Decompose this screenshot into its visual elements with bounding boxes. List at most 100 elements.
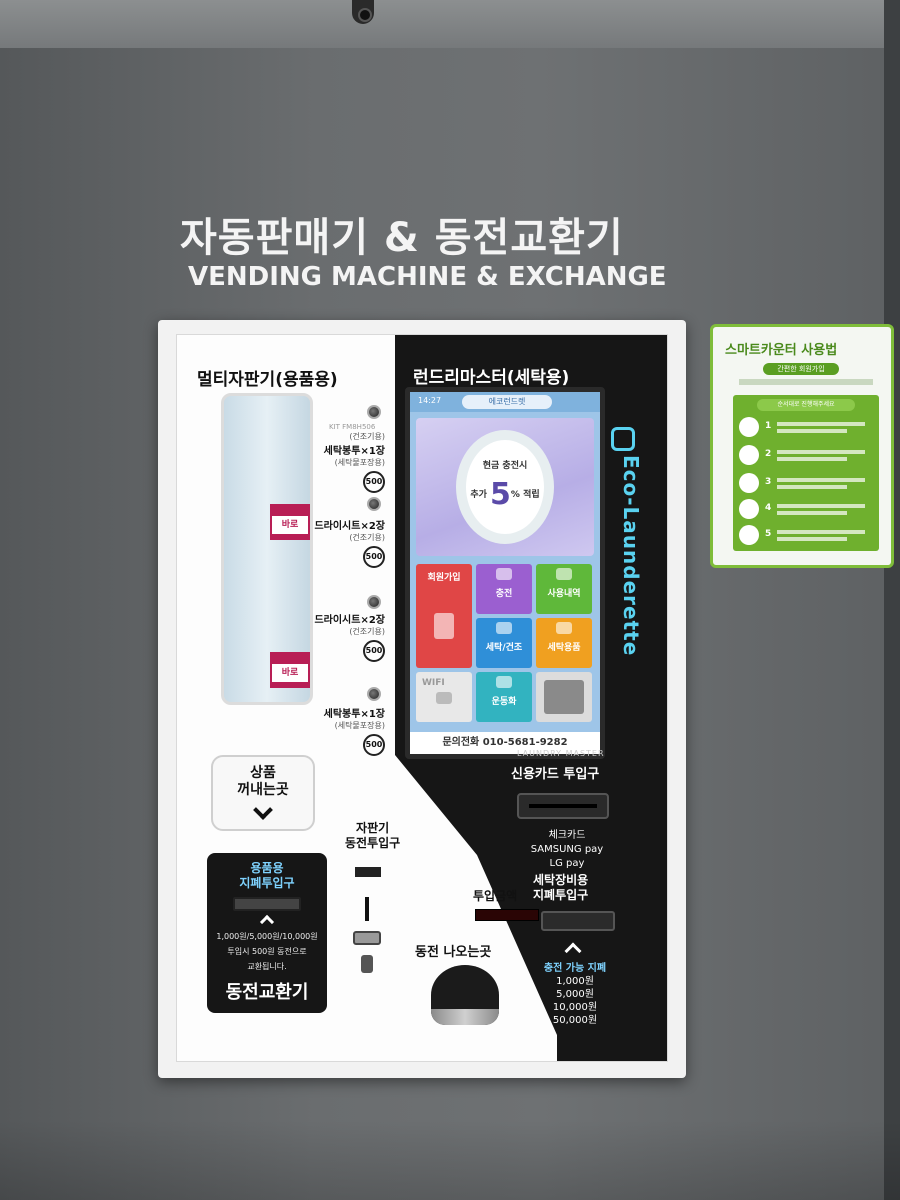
step-text [777, 450, 865, 454]
washer-icon [496, 622, 512, 634]
tile-history[interactable]: 사용내역 [536, 564, 592, 614]
amount-label: 투입금액 [473, 889, 518, 903]
step-icon [739, 473, 759, 493]
amount-display [475, 909, 539, 921]
step-text [777, 478, 865, 482]
slot-2-name: 드라이시트×2장 [314, 521, 385, 532]
coin-return-cup[interactable] [431, 965, 499, 1025]
kit-code: KIT FM8H506 [329, 423, 376, 431]
slot-4: 세탁봉투×1장 (세탁물포장용) 500 [324, 705, 385, 756]
slot-4-price: 500 [363, 734, 385, 756]
slot-1-price: 500 [363, 471, 385, 493]
guide-step: 1 [739, 417, 875, 439]
slot-1-sub: (세탁물포장용) [334, 458, 385, 467]
tile-supplies[interactable]: 세탁용품 [536, 618, 592, 668]
exchange-head-1: 용품용 [250, 861, 284, 875]
slot-3-price: 500 [363, 640, 385, 662]
contact-phone: 문의전화 010-5681-9282 [410, 732, 600, 754]
coin-return-lever[interactable] [353, 931, 381, 945]
tile-signup[interactable]: 회원가입 [416, 564, 472, 668]
coin-insert-slot[interactable] [365, 897, 369, 921]
step-number: 5 [765, 529, 772, 539]
exchange-head-2: 지폐투입구 [239, 876, 295, 890]
wifi-icon [436, 692, 452, 704]
machine-front-panel: 멀티자판기(용품용) 바로 바로 KIT FM8H506 (건조기용) 세탁봉투… [176, 334, 668, 1062]
coin-slot-label-2: 동전투입구 [345, 836, 401, 850]
tile-sneakers[interactable]: 운동화 [476, 672, 532, 722]
bill-value: 50,000원 [552, 1015, 598, 1026]
coin-display [355, 867, 381, 877]
step-number: 3 [765, 477, 772, 487]
smile-icon [556, 568, 572, 580]
sneaker-icon [496, 676, 512, 688]
step-text [777, 485, 847, 489]
slot-2: 드라이시트×2장 (건조기용) 500 [314, 517, 385, 568]
sign-title-english: VENDING MACHINE & EXCHANGE [188, 262, 667, 292]
guide-step: 2 [739, 445, 875, 467]
slot-4-button[interactable] [367, 687, 381, 701]
promo-banner[interactable]: 현금 충전시 추가 5% 적립 [416, 418, 594, 556]
pickup-label-1: 상품 [250, 765, 276, 781]
product-label: 바로 [272, 516, 308, 534]
tile-label: 세탁/건조 [485, 643, 523, 653]
tile-photo[interactable] [536, 672, 592, 722]
eco-logo-icon [611, 427, 635, 451]
kiosk-screen[interactable]: 14:27 에코런드렛 현금 충전시 추가 5% 적립 회원가입 [405, 387, 605, 759]
guide-steps-panel: 순서대로 진행해주세요 1 2 3 4 5 [733, 395, 879, 551]
slot-3: 드라이시트×2장 (건조기용) 500 [314, 611, 385, 662]
exchange-bill-slot[interactable] [233, 897, 301, 911]
guide-panel-head: 순서대로 진행해주세요 [757, 399, 855, 411]
tile-label: WIFI [422, 678, 445, 688]
step-icon [739, 499, 759, 519]
guide-title: 스마트카운터 사용법 [725, 343, 838, 358]
promo-wreath: 현금 충전시 추가 5% 적립 [456, 430, 554, 544]
promo-percent: % [510, 490, 520, 500]
guide-step: 5 [739, 525, 875, 547]
slot-2-sub: (건조기용) [349, 533, 385, 542]
floor-shadow [0, 1120, 900, 1200]
coin-slot-label: 자판기 동전투입구 [345, 821, 400, 851]
wall-edge [884, 0, 900, 1200]
laundry-master-label: LAUNDRY MASTER [517, 749, 605, 758]
tile-charge[interactable]: 충전 [476, 564, 532, 614]
tile-wash-dry[interactable]: 세탁/건조 [476, 618, 532, 668]
screen-brand: 에코런드렛 [462, 395, 552, 409]
tile-label: 세탁용품 [547, 643, 581, 653]
credit-card-slot[interactable] [517, 793, 609, 819]
slot-3-button[interactable] [367, 595, 381, 609]
chevron-up-icon [259, 914, 275, 930]
step-text [777, 511, 847, 515]
pay-method: 체크카드 [548, 830, 586, 841]
exchange-note-2: 투입시 500원 동전으로 [227, 947, 307, 956]
step-number: 4 [765, 503, 772, 513]
slot-1-note: (건조기용) [349, 432, 385, 441]
laundry-bill-label-2: 지폐투입구 [533, 888, 589, 902]
laundry-bill-label-1: 세탁장비용 [533, 873, 589, 887]
coin-return-label: 동전 나오는곳 [415, 945, 492, 960]
slot-1: (건조기용) 세탁봉투×1장 (세탁물포장용) 500 [324, 431, 385, 493]
credit-card-label: 신용카드 투입구 [511, 767, 600, 782]
step-text [777, 537, 847, 541]
bill-value: 5,000원 [556, 989, 594, 1000]
hand-pointer-icon [434, 613, 454, 639]
step-text [777, 429, 847, 433]
product-pickup-door[interactable]: 상품 꺼내는곳 [211, 755, 315, 831]
pay-methods: 체크카드 SAMSUNG pay LG pay [513, 829, 621, 871]
wallet-icon [496, 568, 512, 580]
supplies-icon [556, 622, 572, 634]
product-label: 바로 [272, 664, 308, 682]
tile-label: 충전 [495, 589, 513, 599]
step-number: 2 [765, 449, 772, 459]
exchange-note-1: 1,000원/5,000원/10,000원 [216, 932, 318, 941]
tile-wifi[interactable]: WIFI [416, 672, 472, 722]
slot-4-name: 세탁봉투×1장 [323, 709, 385, 720]
slot-1-button[interactable] [367, 405, 381, 419]
promo-add: 추가 [470, 490, 487, 500]
slot-1-name: 세탁봉투×1장 [323, 446, 385, 457]
step-icon [739, 445, 759, 465]
coin-knob[interactable] [361, 955, 373, 973]
laundry-bill-slot[interactable] [541, 911, 615, 931]
slot-2-button[interactable] [367, 497, 381, 511]
screen-header: 14:27 에코런드렛 [410, 392, 600, 412]
slot-3-name: 드라이시트×2장 [314, 615, 385, 626]
